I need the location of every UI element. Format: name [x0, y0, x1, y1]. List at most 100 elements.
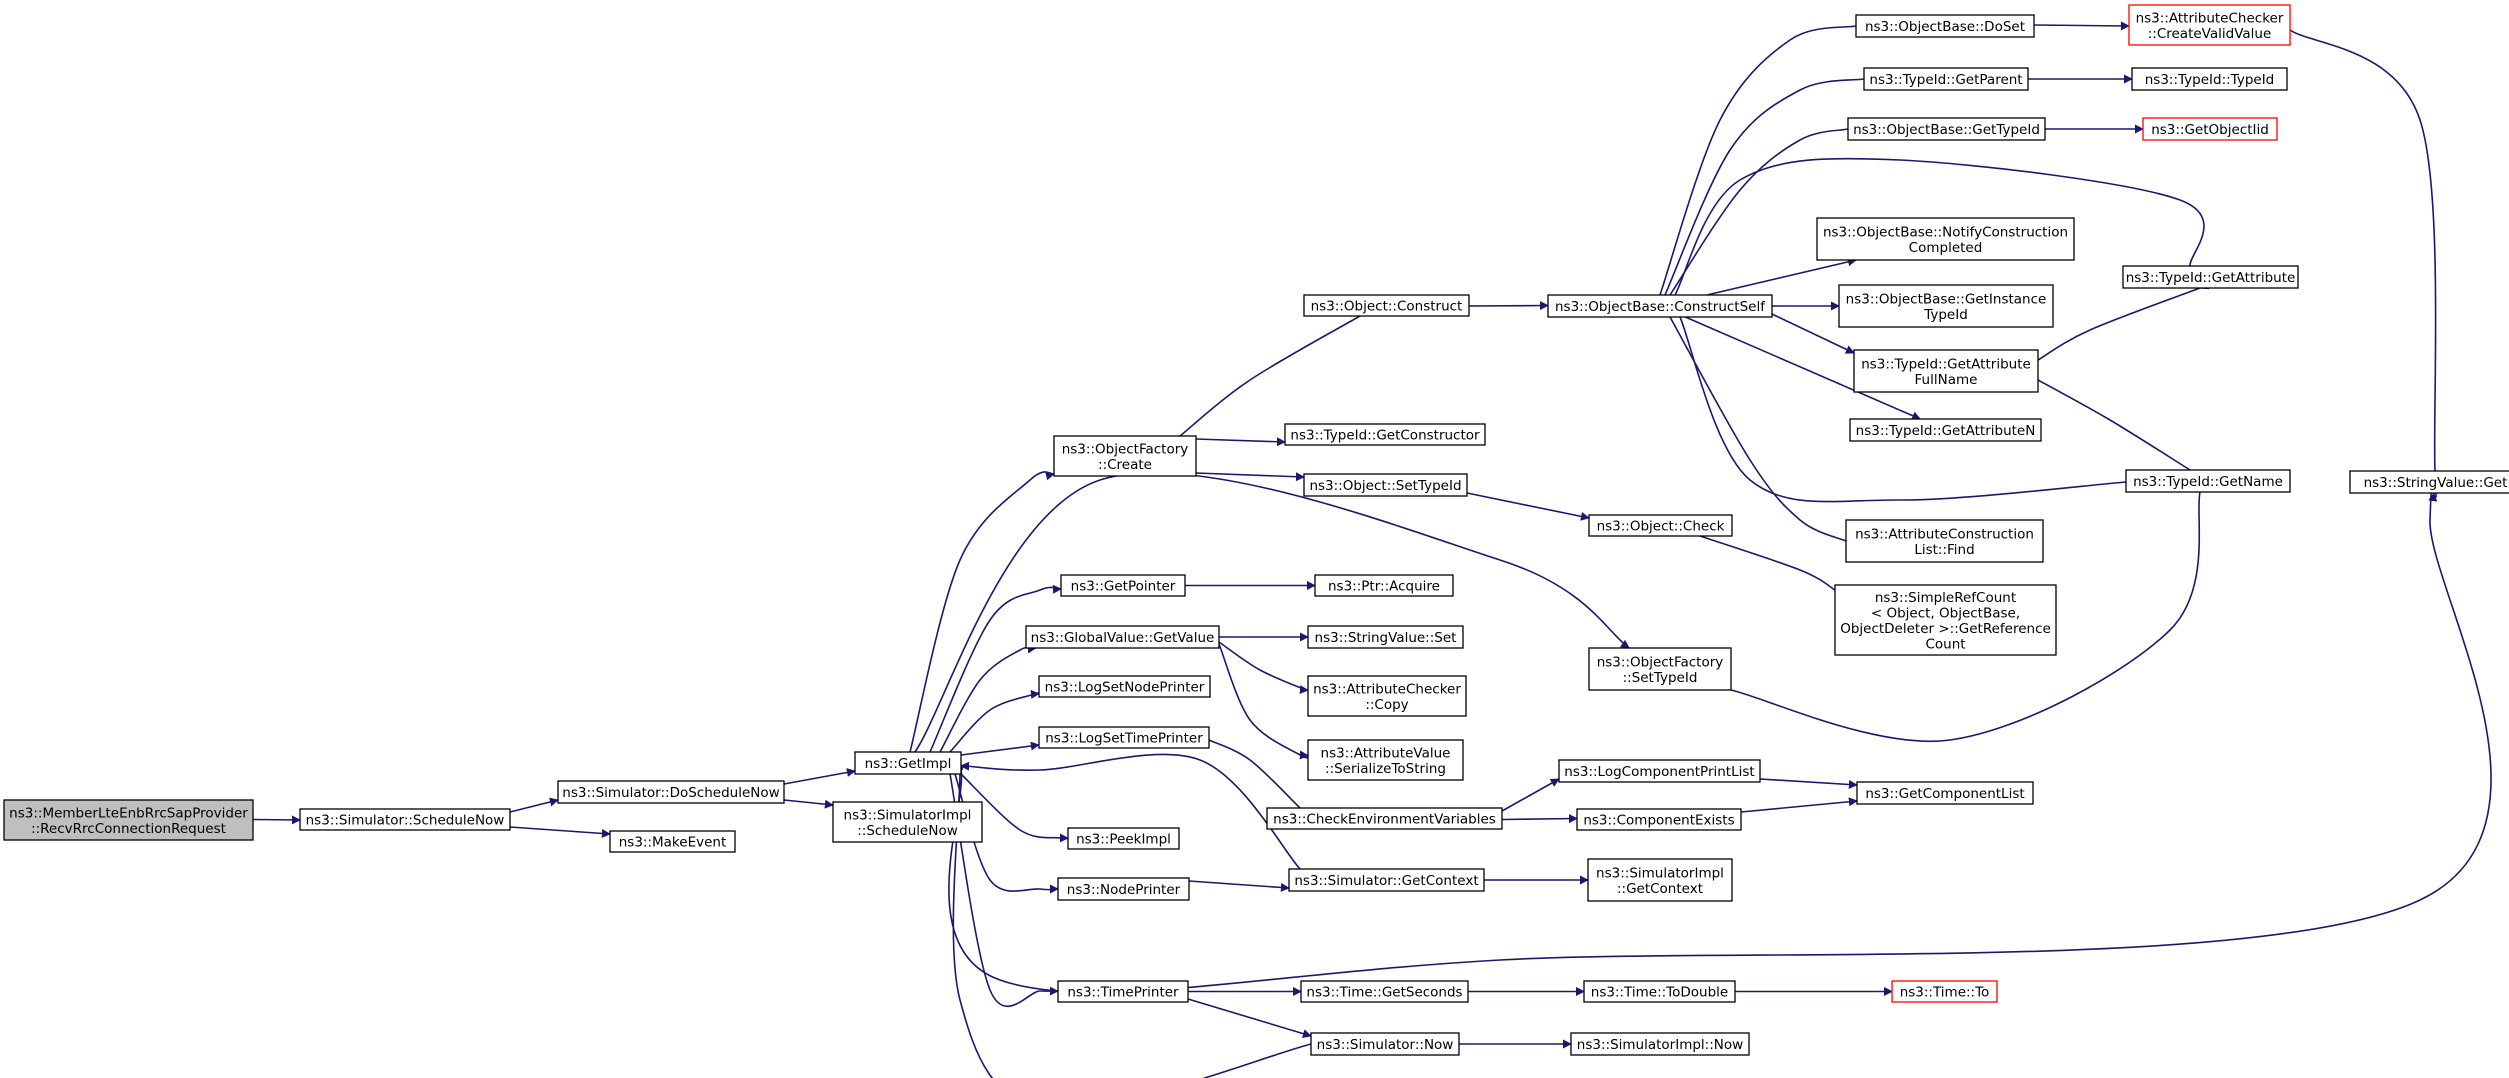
node-box: [1891, 980, 1998, 1003]
node-box: [609, 830, 736, 853]
node-box: [1053, 435, 1197, 477]
node-label: ns3::GetImpl: [865, 756, 952, 772]
node-label: ns3::LogComponentPrintList: [1564, 764, 1754, 780]
node-label: ns3::AttributeChecker: [1313, 681, 1461, 697]
edge-getImpl-to-getPointer: [929, 584, 1062, 753]
node-makeEvent[interactable]: ns3::MakeEvent: [609, 830, 736, 853]
edge-getImpl-to-timePrinter: [949, 773, 1059, 1007]
node-obConstructSelf[interactable]: ns3::ObjectBase::ConstructSelf: [1547, 294, 1773, 318]
node-objCheck[interactable]: ns3::Object::Check: [1588, 514, 1733, 537]
node-label: ns3::AttributeConstruction: [1855, 526, 2034, 542]
node-box: [1576, 808, 1742, 831]
node-label: ns3::ObjectBase::GetTypeId: [1853, 122, 2040, 138]
node-box: [1057, 877, 1190, 901]
node-timeToDouble[interactable]: ns3::Time::ToDouble: [1583, 980, 1736, 1003]
node-box: [1845, 519, 2044, 563]
node-logCompPrintList[interactable]: ns3::LogComponentPrintList: [1558, 759, 1761, 783]
edge-scheduleNow-to-makeEvent: [509, 826, 611, 838]
edge-checkEnv-to-compExists: [1501, 814, 1578, 824]
node-tidGetParent[interactable]: ns3::TypeId::GetParent: [1863, 67, 2029, 91]
node-logSetTimePrinter[interactable]: ns3::LogSetTimePrinter: [1038, 726, 1210, 749]
node-avSerialize[interactable]: ns3::AttributeValue::SerializeToString: [1307, 739, 1464, 781]
node-ptrAcquire[interactable]: ns3::Ptr::Acquire: [1314, 574, 1454, 597]
edge-gvGetValue-to-avSerialize: [1218, 643, 1309, 760]
node-svGet[interactable]: ns3::StringValue::Get: [2349, 470, 2509, 494]
node-label: ns3::TypeId::GetAttribute: [2126, 270, 2296, 286]
node-label: ns3::Ptr::Acquire: [1328, 579, 1440, 595]
node-box: [2131, 67, 2288, 91]
node-root: ns3::MemberLteEnbRrcSapProvider::RecvRrc…: [3, 799, 254, 841]
node-simNow[interactable]: ns3::Simulator::Now: [1310, 1032, 1460, 1056]
node-box: [1849, 418, 2042, 442]
node-label: ns3::CheckEnvironmentVariables: [1273, 812, 1496, 828]
node-tidGetAttribute[interactable]: ns3::TypeId::GetAttribute: [2122, 265, 2299, 289]
node-getObjectIid[interactable]: ns3::GetObjectIid: [2142, 117, 2278, 141]
node-timeTo[interactable]: ns3::Time::To: [1891, 980, 1998, 1003]
node-acCopy[interactable]: ns3::AttributeChecker::Copy: [1307, 675, 1467, 717]
node-label: ns3::LogSetTimePrinter: [1045, 731, 1203, 747]
node-label: ns3::MemberLteEnbRrcSapProvider: [9, 805, 248, 821]
edge-logSetTimePrinter-to-checkEnv: [1208, 739, 1309, 817]
node-svSet[interactable]: ns3::StringValue::Set: [1307, 625, 1464, 649]
node-getCompList[interactable]: ns3::GetComponentList: [1856, 781, 2034, 805]
node-simImplNow[interactable]: ns3::SimulatorImpl::Now: [1570, 1032, 1750, 1056]
node-box: [299, 808, 511, 831]
node-box: [2122, 265, 2299, 289]
node-obGetTypeId[interactable]: ns3::ObjectBase::GetTypeId: [1847, 117, 2046, 141]
node-timeGetSeconds[interactable]: ns3::Time::GetSeconds: [1300, 980, 1469, 1003]
edge-tidGetAttrFullName-to-tidGetName: [2037, 379, 2200, 479]
node-label: ::Copy: [1365, 697, 1408, 713]
edge-getImpl-to-ofCreate: [909, 471, 1055, 753]
node-getPointer[interactable]: ns3::GetPointer: [1060, 574, 1186, 597]
node-label: ns3::StringValue::Set: [1315, 630, 1457, 646]
node-obNotify[interactable]: ns3::ObjectBase::NotifyConstructionCompl…: [1816, 217, 2075, 261]
node-label: ns3::PeekImpl: [1076, 832, 1171, 848]
node-label: ObjectDeleter >::GetReference: [1840, 621, 2051, 637]
node-label: ns3::TypeId::GetConstructor: [1290, 428, 1480, 444]
node-obDoSet[interactable]: ns3::ObjectBase::DoSet: [1855, 14, 2035, 38]
node-doScheduleNow[interactable]: ns3::Simulator::DoScheduleNow: [557, 780, 785, 804]
node-simGetContext[interactable]: ns3::Simulator::GetContext: [1288, 868, 1485, 892]
node-compExists[interactable]: ns3::ComponentExists: [1576, 808, 1742, 831]
node-simImplScheduleNow[interactable]: ns3::SimulatorImpl::ScheduleNow: [832, 801, 983, 843]
node-logSetNodePrinter[interactable]: ns3::LogSetNodePrinter: [1038, 675, 1211, 698]
nodes-layer: ns3::MemberLteEnbRrcSapProvider::RecvRrc…: [3, 4, 2509, 1056]
node-label: ns3::ObjectFactory: [1597, 654, 1724, 670]
node-ofSetTypeId[interactable]: ns3::ObjectFactory::SetTypeId: [1588, 647, 1732, 691]
node-nodePrinter[interactable]: ns3::NodePrinter: [1057, 877, 1190, 901]
node-label: ns3::ObjectFactory: [1062, 441, 1189, 457]
node-simImplGetContext[interactable]: ns3::SimulatorImpl::GetContext: [1587, 858, 1733, 902]
node-objConstruct[interactable]: ns3::Object::Construct: [1303, 294, 1470, 317]
node-getConstructor[interactable]: ns3::TypeId::GetConstructor: [1284, 423, 1486, 446]
node-label: ns3::AttributeChecker: [2136, 10, 2284, 26]
node-label: ns3::ObjectBase::DoSet: [1865, 19, 2025, 35]
node-timePrinter[interactable]: ns3::TimePrinter: [1057, 980, 1189, 1003]
node-checkEnv[interactable]: ns3::CheckEnvironmentVariables: [1266, 807, 1503, 830]
node-acCreateValid[interactable]: ns3::AttributeChecker::CreateValidValue: [2128, 4, 2291, 46]
node-box: [1863, 67, 2029, 91]
node-box: [1025, 625, 1220, 649]
node-gvGetValue[interactable]: ns3::GlobalValue::GetValue: [1025, 625, 1220, 649]
node-getImpl[interactable]: ns3::GetImpl: [854, 751, 962, 775]
edge-objCheck-to-srcGetRef: [1699, 535, 1845, 598]
node-box: [1038, 726, 1210, 749]
node-tidGetName[interactable]: ns3::TypeId::GetName: [2125, 469, 2291, 493]
node-scheduleNow[interactable]: ns3::Simulator::ScheduleNow: [299, 808, 511, 831]
node-label: ns3::AttributeValue: [1321, 745, 1451, 761]
node-ofCreate[interactable]: ns3::ObjectFactory::Create: [1053, 435, 1197, 477]
node-peekImpl[interactable]: ns3::PeekImpl: [1067, 827, 1180, 850]
node-box: [1307, 625, 1464, 649]
node-label: ns3::NodePrinter: [1067, 882, 1181, 898]
node-tidGetAttrN[interactable]: ns3::TypeId::GetAttributeN: [1849, 418, 2042, 442]
node-tidTypeId[interactable]: ns3::TypeId::TypeId: [2131, 67, 2288, 91]
node-box: [1057, 980, 1189, 1003]
node-srcGetRef[interactable]: ns3::SimpleRefCount< Object, ObjectBase,…: [1834, 584, 2057, 656]
edge-checkEnv-to-logCompPrintList: [1501, 778, 1560, 812]
node-box: [2349, 470, 2509, 494]
node-box: [1570, 1032, 1750, 1056]
node-objSetTypeId[interactable]: ns3::Object::SetTypeId: [1303, 473, 1468, 497]
